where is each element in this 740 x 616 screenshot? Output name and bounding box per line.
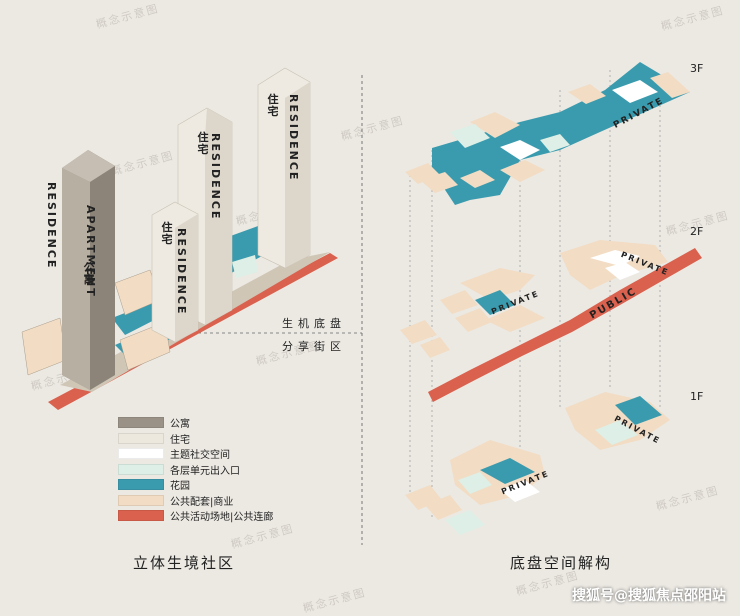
legend-label: 公共活动场地|公共连廊 bbox=[170, 512, 274, 524]
legend-label: 公寓 bbox=[170, 419, 190, 431]
right-caption: 底盘空间解构 bbox=[510, 554, 613, 572]
legend-swatch bbox=[118, 463, 164, 475]
residence-label-cn: 住宅 bbox=[161, 221, 173, 246]
legend-item: 住宅 bbox=[118, 431, 273, 447]
residence-label-cn: 住宅 bbox=[267, 93, 279, 118]
residence-label-en: RESIDENCE bbox=[287, 94, 300, 182]
residence-label-en: RESIDENCE bbox=[209, 133, 222, 221]
legend-swatch bbox=[118, 448, 164, 460]
left-caption: 立体生境社区 bbox=[133, 554, 236, 572]
legend-swatch bbox=[118, 432, 164, 444]
residence-label-en: RESIDENCE bbox=[175, 228, 188, 316]
floor-1f bbox=[405, 392, 670, 535]
floor-label-2f: 2F bbox=[690, 225, 704, 238]
legend-item: 公共活动场地|公共连廊 bbox=[118, 508, 273, 524]
residence-tower-side bbox=[175, 214, 198, 342]
residence-tower-side bbox=[205, 108, 232, 325]
residence-label-en: RESIDENCE bbox=[45, 182, 58, 270]
legend-label: 公共配套|商业 bbox=[170, 496, 234, 508]
footer-credit: 搜狐号@搜狐焦点邵阳站 bbox=[572, 588, 726, 604]
legend-swatch bbox=[118, 417, 164, 429]
commercial-block bbox=[21, 317, 67, 376]
garden-podium bbox=[225, 226, 268, 262]
floor-3f bbox=[405, 62, 690, 205]
apartment-tower-face bbox=[62, 168, 90, 390]
floor-label-3f: 3F bbox=[690, 62, 704, 75]
note-line-2: 分享街区 bbox=[282, 340, 346, 353]
legend-swatch bbox=[118, 479, 164, 491]
legend-label: 花园 bbox=[170, 481, 190, 493]
legend-label: 各层单元出入口 bbox=[170, 465, 240, 477]
commercial-block bbox=[119, 321, 171, 371]
legend-item: 公寓 bbox=[118, 415, 273, 431]
floor-label-1f: 1F bbox=[690, 390, 704, 403]
legend-label: 主题社交空间 bbox=[170, 450, 230, 462]
apartment-label-cn: 公寓 bbox=[83, 261, 95, 286]
residence-tower-side bbox=[285, 82, 310, 268]
apartment-tower-side bbox=[88, 150, 115, 390]
legend-swatch bbox=[118, 494, 164, 506]
legend: 公寓住宅主题社交空间各层单元出入口花园公共配套|商业公共活动场地|公共连廊 bbox=[118, 415, 273, 524]
legend-item: 花园 bbox=[118, 477, 273, 493]
legend-item: 公共配套|商业 bbox=[118, 493, 273, 509]
floor-2f bbox=[400, 240, 702, 402]
note-line-1: 生机底盘 bbox=[282, 317, 346, 330]
legend-item: 各层单元出入口 bbox=[118, 462, 273, 478]
entrance-block bbox=[232, 255, 258, 278]
legend-item: 主题社交空间 bbox=[118, 446, 273, 462]
legend-label: 住宅 bbox=[170, 434, 190, 446]
apartment-tower-top bbox=[62, 150, 115, 182]
residence-label-cn: 住宅 bbox=[197, 131, 209, 156]
legend-swatch bbox=[118, 510, 164, 522]
